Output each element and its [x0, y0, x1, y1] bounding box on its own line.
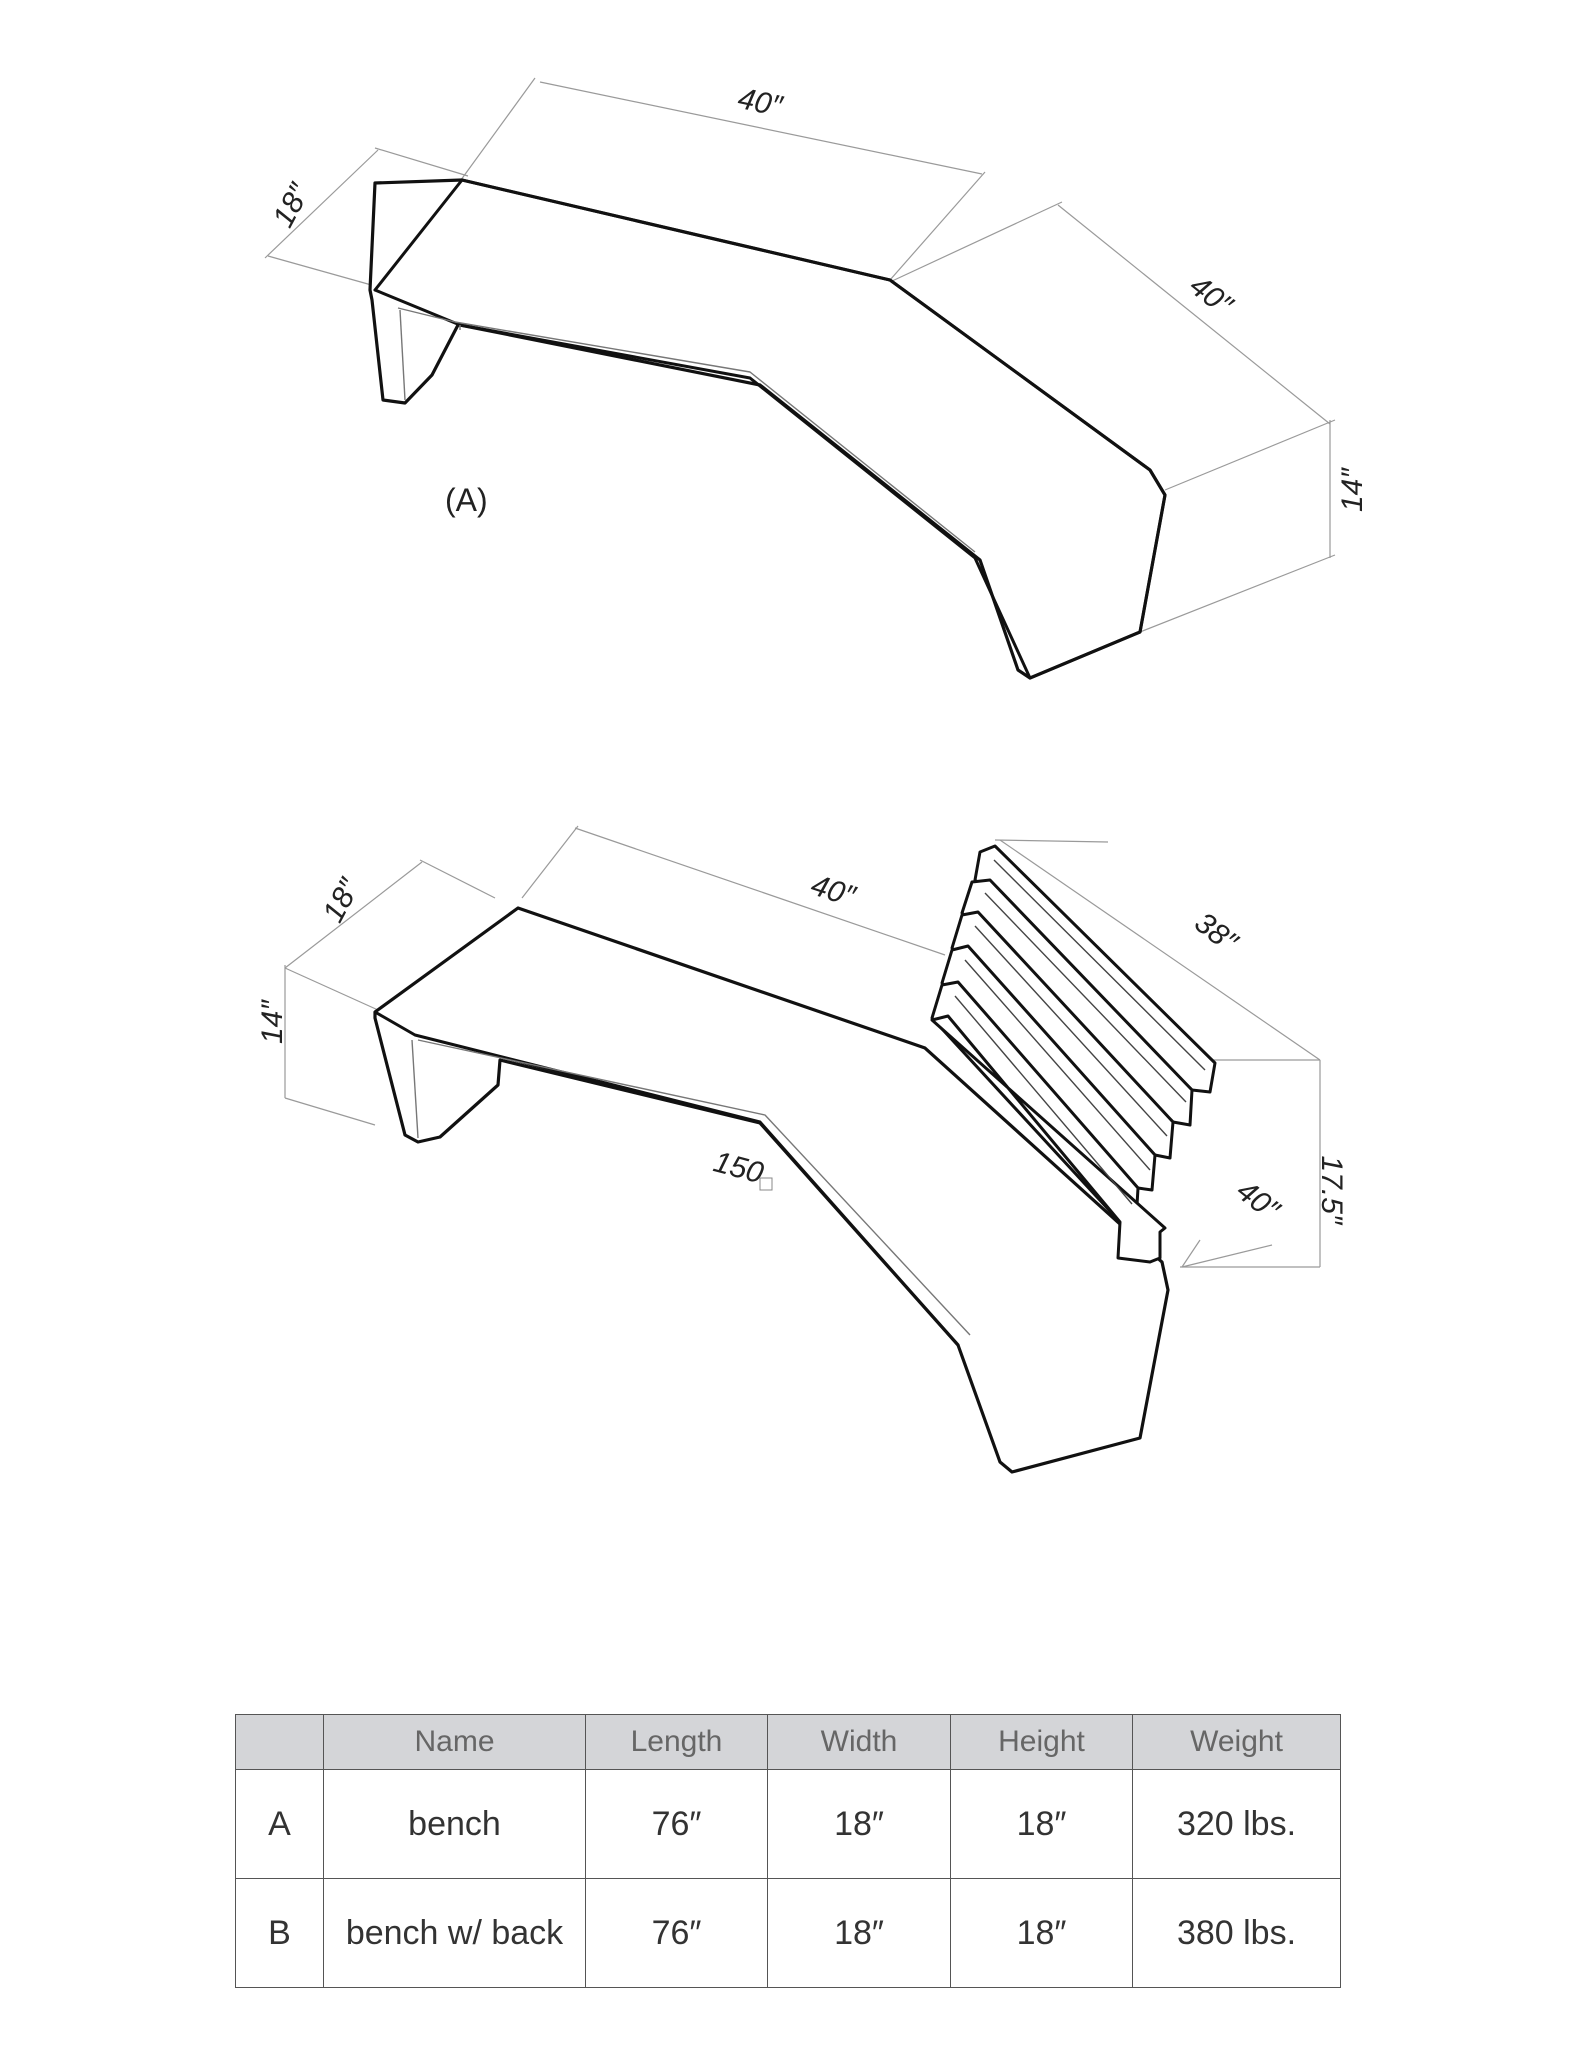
- bench-b-height-label: 14″: [256, 999, 289, 1044]
- cell-name: bench w/ back: [323, 1878, 586, 1988]
- cell-length: 76″: [585, 1769, 768, 1879]
- bench-a-height-dimension: [1139, 420, 1336, 633]
- bench-a-lower-length-dimension: [889, 201, 1336, 491]
- bench-a-drawing: [264, 77, 1336, 680]
- bench-b-back-height-dimension: [1180, 1059, 1321, 1268]
- cell-height: 18″: [950, 1769, 1133, 1879]
- bench-b-backrest: [930, 844, 1217, 1264]
- cell-width: 18″: [767, 1878, 951, 1988]
- cell-id: B: [235, 1878, 324, 1988]
- bench-a-lower-length-label: 40″: [1183, 269, 1239, 323]
- bench-a-label: (A): [445, 482, 488, 518]
- bench-b-lower-length-label: 40″: [1230, 1174, 1286, 1228]
- header-width: Width: [767, 1714, 951, 1770]
- bench-a-body: [368, 178, 1167, 680]
- cell-name: bench: [323, 1769, 586, 1879]
- header-weight: Weight: [1132, 1714, 1341, 1770]
- cell-height: 18″: [950, 1878, 1133, 1988]
- bench-b-lower-length-dimension: [1181, 1239, 1273, 1268]
- bench-b-width-label: 18″: [317, 872, 367, 928]
- bench-a-height-label: 14″: [1336, 467, 1369, 512]
- cell-width: 18″: [767, 1769, 951, 1879]
- header-height: Height: [950, 1714, 1133, 1770]
- cell-weight: 380 lbs.: [1132, 1878, 1341, 1988]
- bench-b-width-dimension: [284, 859, 496, 969]
- bench-b-drawing: [284, 825, 1321, 1474]
- table-header-row: Name Length Width Height Weight: [235, 1714, 1341, 1770]
- angle-degree-mark: [759, 1177, 773, 1191]
- bench-b-back-length-label: 38″: [1188, 906, 1244, 960]
- cell-weight: 320 lbs.: [1132, 1769, 1341, 1879]
- table-row: A bench 76″ 18″ 18″ 320 lbs.: [235, 1769, 1341, 1879]
- bench-b-top-length-label: 40″: [807, 868, 860, 913]
- cell-length: 76″: [585, 1878, 768, 1988]
- header-id: [235, 1714, 324, 1770]
- bench-b-height-dimension: [284, 965, 379, 1126]
- bench-a-top-length-dimension: [457, 77, 986, 281]
- table-row: B bench w/ back 76″ 18″ 18″ 380 lbs.: [235, 1878, 1341, 1988]
- bench-b-back-height-label: 17.5″: [1315, 1155, 1348, 1225]
- bench-a-top-length-label: 40″: [735, 82, 786, 124]
- header-length: Length: [585, 1714, 768, 1770]
- specification-table: Name Length Width Height Weight A bench …: [235, 1714, 1341, 1988]
- bench-a-width-label: 18″: [267, 177, 317, 233]
- cell-id: A: [235, 1769, 324, 1879]
- bench-b-angle-label: 150: [710, 1145, 767, 1190]
- bench-b-back-length-dimension: [994, 839, 1321, 1061]
- bench-b-top-length-dimension: [521, 825, 946, 956]
- header-name: Name: [323, 1714, 586, 1770]
